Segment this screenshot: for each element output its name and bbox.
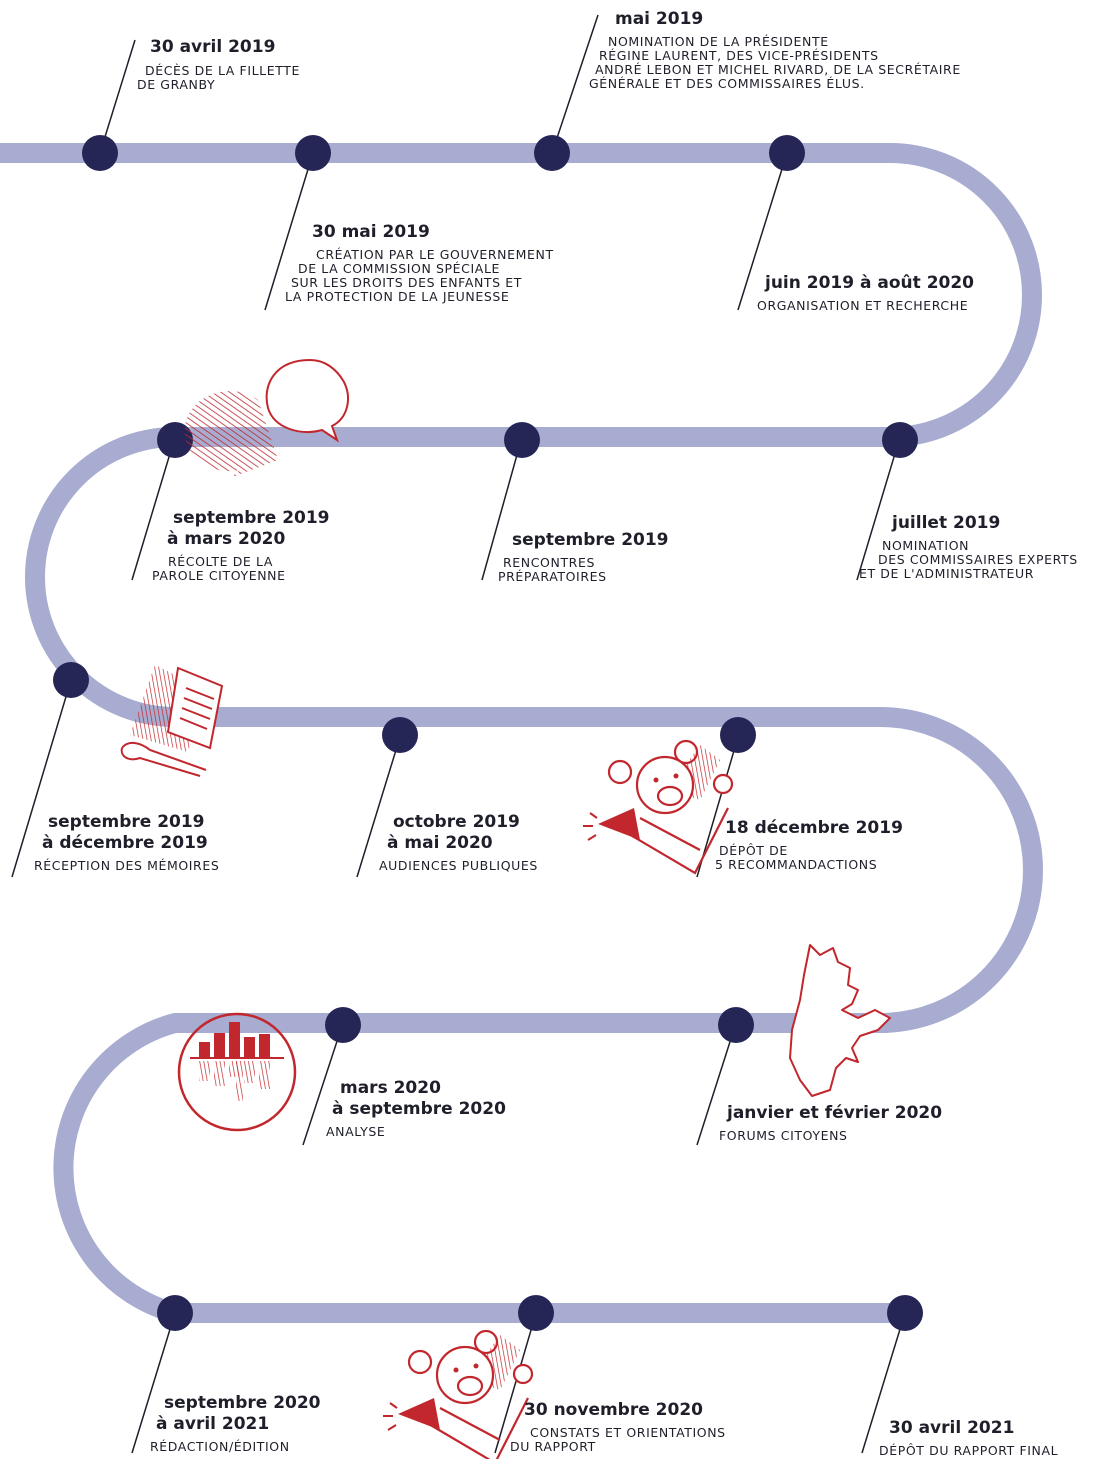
event-date: 30 avril 2021 bbox=[889, 1418, 1015, 1438]
event-30-avril-2021: 30 avril 2021 DÉPÔT DU RAPPORT FINAL bbox=[879, 1418, 1058, 1458]
event-description: FORUMS CITOYENS bbox=[719, 1128, 848, 1143]
event-juillet-2019: juillet 2019 NOMINATION DES COMMISSAIRES… bbox=[859, 513, 1078, 581]
event-description: ANDRÉ LEBON ET MICHEL RIVARD, DE LA SECR… bbox=[595, 62, 961, 77]
event-date: 18 décembre 2019 bbox=[725, 818, 903, 838]
timeline-nodes bbox=[53, 135, 923, 1331]
timeline-node bbox=[157, 1295, 193, 1331]
event-septembre-2019-mars-2020: septembre 2019 à mars 2020 RÉCOLTE DE LA… bbox=[152, 508, 330, 583]
speech-bubble-icon bbox=[184, 358, 349, 478]
event-description: DU RAPPORT bbox=[510, 1439, 596, 1454]
event-18-decembre-2019: 18 décembre 2019 DÉPÔT DE 5 RECOMMANDACT… bbox=[715, 818, 903, 872]
event-description: RENCONTRES bbox=[503, 555, 596, 570]
event-date: septembre 2019 bbox=[512, 530, 669, 550]
timeline-node bbox=[382, 717, 418, 753]
timeline-node bbox=[518, 1295, 554, 1331]
event-date: à avril 2021 bbox=[156, 1414, 270, 1434]
event-octobre-2019-mai-2020: octobre 2019 à mai 2020 AUDIENCES PUBLIQ… bbox=[379, 812, 538, 873]
event-date: septembre 2019 bbox=[48, 812, 205, 832]
event-description: NOMINATION DE LA PRÉSIDENTE bbox=[608, 34, 829, 49]
event-description: 5 RECOMMANDACTIONS bbox=[715, 857, 878, 872]
event-description: NOMINATION bbox=[882, 538, 970, 553]
event-description: ANALYSE bbox=[326, 1124, 386, 1139]
event-date: à mai 2020 bbox=[387, 833, 493, 853]
event-description: RÉCOLTE DE LA bbox=[168, 554, 273, 569]
event-description: LA PROTECTION DE LA JEUNESSE bbox=[285, 289, 510, 304]
event-description: DÉPÔT DE bbox=[719, 843, 788, 858]
event-description: ORGANISATION ET RECHERCHE bbox=[757, 298, 969, 313]
event-date: septembre 2019 bbox=[173, 508, 330, 528]
event-30-avril-2019: 30 avril 2019 DÉCÈS DE LA FILLETTE DE GR… bbox=[137, 37, 300, 92]
timeline-node bbox=[718, 1007, 754, 1043]
event-juin-2019-aout-2020: juin 2019 à août 2020 ORGANISATION ET RE… bbox=[757, 273, 975, 313]
event-septembre-2020-avril-2021: septembre 2020 à avril 2021 RÉDACTION/ÉD… bbox=[150, 1393, 321, 1454]
event-date: 30 novembre 2020 bbox=[524, 1400, 703, 1420]
timeline-node bbox=[534, 135, 570, 171]
event-description: SUR LES DROITS DES ENFANTS ET bbox=[291, 275, 522, 290]
event-description: GÉNÉRALE ET DES COMMISSAIRES ÉLUS. bbox=[589, 76, 865, 91]
event-date: à septembre 2020 bbox=[332, 1099, 506, 1119]
bar-chart-circle-icon bbox=[177, 1012, 297, 1132]
event-date: à mars 2020 bbox=[167, 529, 286, 549]
event-description: CRÉATION PAR LE GOUVERNEMENT bbox=[316, 247, 554, 262]
event-description: DES COMMISSAIRES EXPERTS bbox=[878, 552, 1078, 567]
event-mars-2020-septembre-2020: mars 2020 à septembre 2020 ANALYSE bbox=[326, 1078, 506, 1139]
timeline-node bbox=[887, 1295, 923, 1331]
event-30-novembre-2020: 30 novembre 2020 CONSTATS ET ORIENTATION… bbox=[510, 1400, 726, 1454]
event-description: DE GRANBY bbox=[137, 77, 216, 92]
open-book-icon bbox=[120, 665, 224, 777]
event-description: AUDIENCES PUBLIQUES bbox=[379, 858, 538, 873]
event-30-mai-2019: 30 mai 2019 CRÉATION PAR LE GOUVERNEMENT… bbox=[285, 222, 554, 304]
event-description: ET DE L'ADMINISTRATEUR bbox=[859, 566, 1034, 581]
event-description: DÉCÈS DE LA FILLETTE bbox=[145, 63, 300, 78]
event-date: 30 avril 2019 bbox=[150, 37, 276, 57]
timeline-node bbox=[157, 422, 193, 458]
timeline-node bbox=[295, 135, 331, 171]
event-description: RÉDACTION/ÉDITION bbox=[150, 1439, 290, 1454]
event-date: juillet 2019 bbox=[892, 513, 1001, 533]
event-date: janvier et février 2020 bbox=[727, 1103, 943, 1123]
event-description: PAROLE CITOYENNE bbox=[152, 568, 286, 583]
event-date: mai 2019 bbox=[615, 9, 704, 29]
timeline-node bbox=[769, 135, 805, 171]
event-description: CONSTATS ET ORIENTATIONS bbox=[530, 1425, 726, 1440]
event-date: mars 2020 bbox=[340, 1078, 441, 1098]
event-date: septembre 2020 bbox=[164, 1393, 321, 1413]
event-septembre-2019-decembre-2019: septembre 2019 à décembre 2019 RÉCEPTION… bbox=[34, 812, 219, 873]
timeline-node bbox=[325, 1007, 361, 1043]
event-date: à décembre 2019 bbox=[42, 833, 208, 853]
event-description: RÉCEPTION DES MÉMOIRES bbox=[34, 858, 220, 873]
event-date: octobre 2019 bbox=[393, 812, 520, 832]
event-description: DÉPÔT DU RAPPORT FINAL bbox=[879, 1443, 1059, 1458]
event-date: 30 mai 2019 bbox=[312, 222, 430, 242]
event-janvier-fevrier-2020: janvier et février 2020 FORUMS CITOYENS bbox=[719, 1103, 943, 1143]
event-septembre-2019-rencontres: septembre 2019 RENCONTRES PRÉPARATOIRES bbox=[498, 530, 669, 584]
timeline-node bbox=[504, 422, 540, 458]
timeline-node bbox=[720, 717, 756, 753]
teddy-bear-megaphone-icon bbox=[583, 739, 734, 875]
timeline-node bbox=[882, 422, 918, 458]
event-description: DE LA COMMISSION SPÉCIALE bbox=[298, 261, 501, 276]
event-date: juin 2019 à août 2020 bbox=[765, 273, 975, 293]
timeline-node bbox=[82, 135, 118, 171]
event-description: PRÉPARATOIRES bbox=[498, 569, 607, 584]
quebec-map-icon bbox=[789, 944, 891, 1097]
teddy-bear-megaphone-icon bbox=[383, 1329, 534, 1459]
timeline-node bbox=[53, 662, 89, 698]
connector-lines bbox=[11, 14, 906, 1454]
event-mai-2019: mai 2019 NOMINATION DE LA PRÉSIDENTE RÉG… bbox=[589, 9, 961, 91]
event-description: RÉGINE LAURENT, DES VICE-PRÉSIDENTS bbox=[599, 48, 879, 63]
